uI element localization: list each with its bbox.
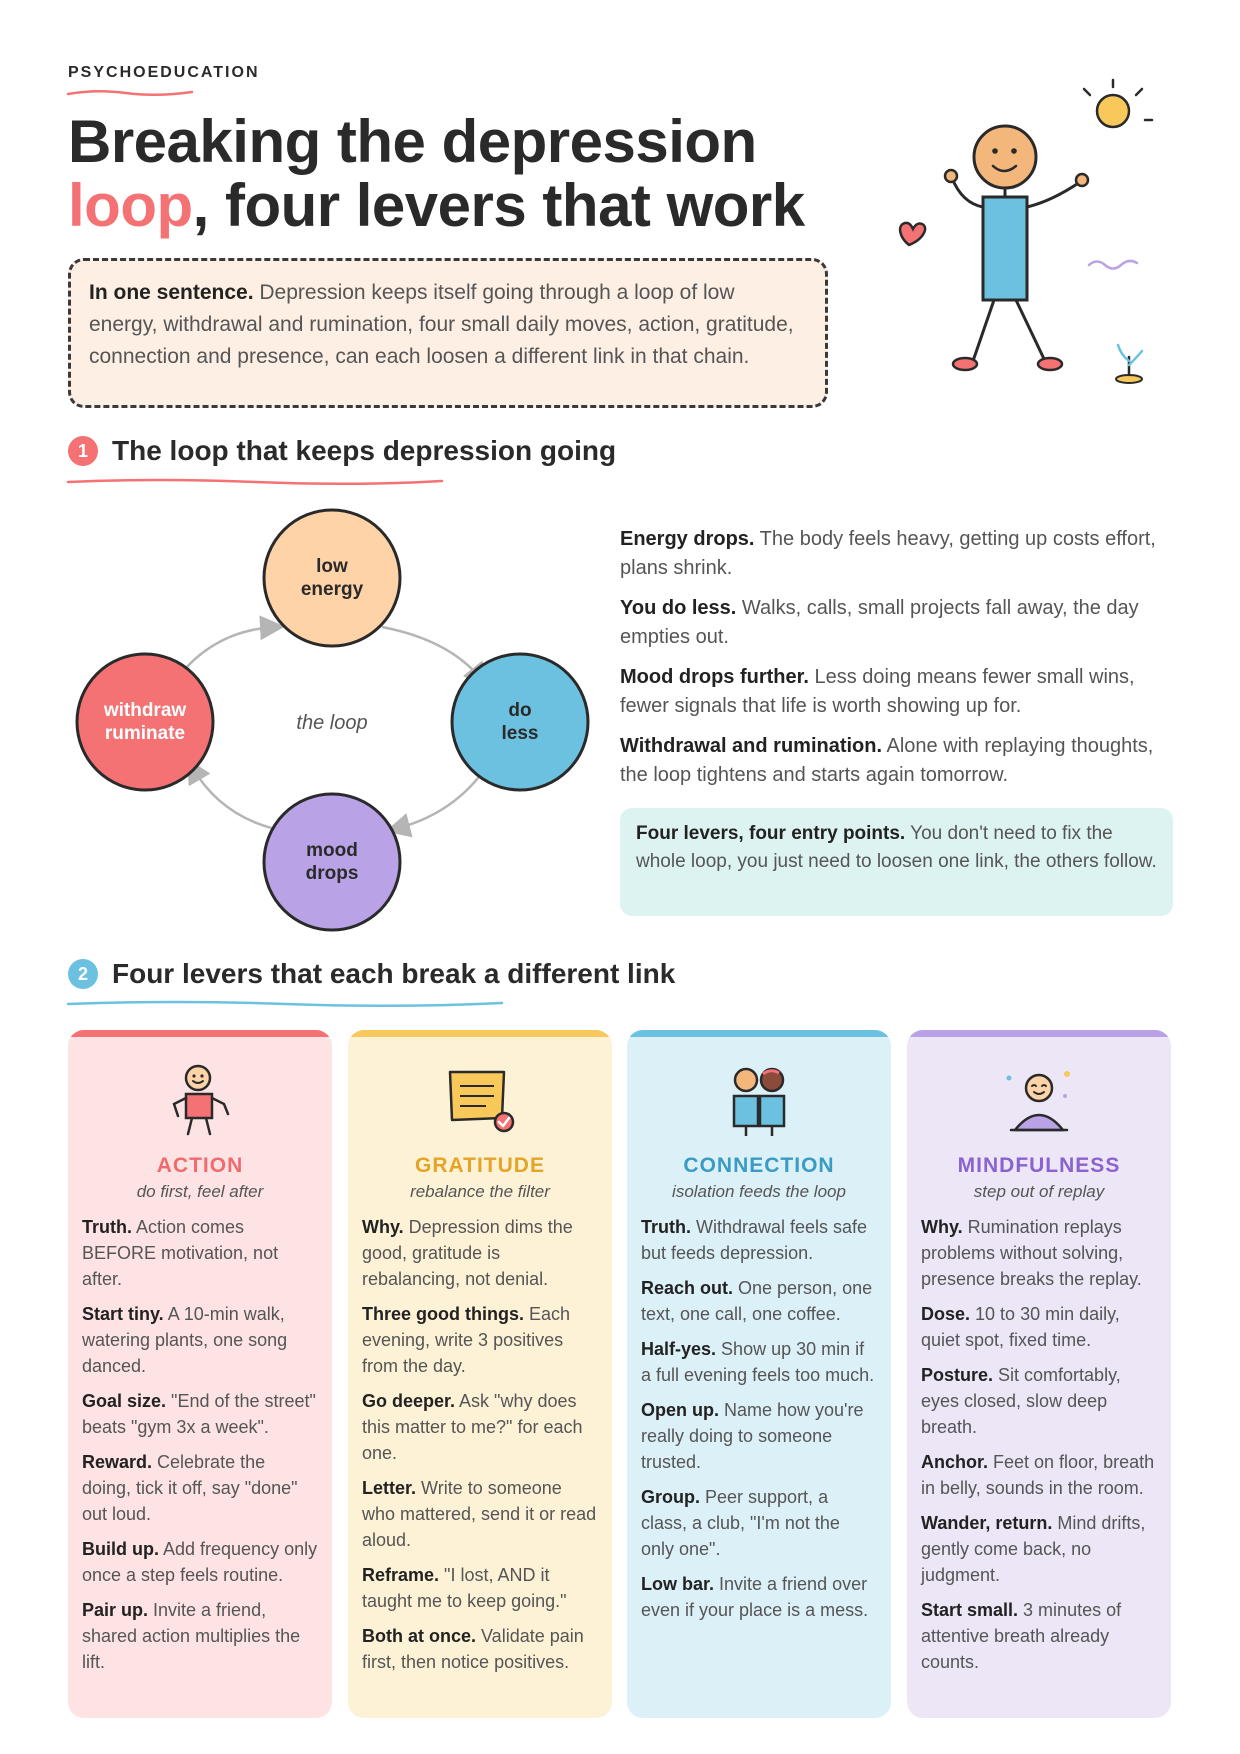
card-top-bar — [907, 1030, 1171, 1037]
card-item: Go deeper. Ask "why does this matter to … — [362, 1391, 583, 1463]
node-label: less — [502, 723, 539, 744]
card-item: Reach out. One person, one text, one cal… — [641, 1278, 873, 1324]
node-label: drops — [306, 863, 359, 884]
loop-arrow — [186, 758, 276, 831]
loop-arrow — [183, 615, 285, 671]
levers-note-box: Four levers, four entry points. You don'… — [620, 808, 1173, 916]
card-item: Reward. Celebrate the doing, tick it off… — [82, 1452, 298, 1524]
section-2-underline — [66, 1000, 504, 1008]
card-item: Goal size. "End of the street" beats "gy… — [82, 1391, 316, 1437]
heart-icon — [898, 221, 927, 247]
lever-card-gratitude: GRATITUDE rebalance the filter Why. Depr… — [348, 1030, 612, 1718]
card-item: Group. Peer support, a class, a club, "I… — [641, 1487, 840, 1559]
lever-card-connection: CONNECTION isolation feeds the loop Trut… — [627, 1030, 891, 1718]
card-title: ACTION — [156, 1154, 244, 1177]
loop-diagram: low energy do less mood drops withdraw r… — [75, 508, 590, 932]
loop-node-low-energy: low energy — [262, 508, 402, 648]
loop-arrow — [385, 772, 483, 838]
title-accent: loop — [68, 172, 193, 239]
two-people-icon — [732, 1067, 786, 1136]
card-item: Posture. Sit comfortably, eyes closed, s… — [921, 1365, 1121, 1437]
meditation-icon — [1006, 1071, 1070, 1132]
node-label: mood — [306, 840, 358, 861]
card-item: Wander, return. Mind drifts, gently come… — [921, 1513, 1146, 1585]
loop-step: Withdrawal and rumination. Alone with re… — [620, 735, 1154, 786]
card-top-bar — [348, 1030, 612, 1037]
card-item: Letter. Write to someone who mattered, s… — [362, 1478, 597, 1550]
summary-box: In one sentence. Depression keeps itself… — [68, 258, 828, 408]
card-subtitle: do first, feel after — [136, 1182, 264, 1201]
sprout-icon — [1115, 343, 1144, 384]
eyebrow-label: PSYCHOEDUCATION — [68, 64, 260, 81]
levers-note-label: Four levers, four entry points. — [636, 823, 906, 844]
journal-icon — [448, 1070, 515, 1133]
eyebrow-underline — [66, 90, 194, 97]
stick-figure-illustration — [898, 78, 1154, 384]
node-label: do — [508, 700, 531, 721]
card-item: Start small. 3 minutes of attentive brea… — [921, 1600, 1122, 1672]
loop-step: Mood drops further. Less doing means few… — [620, 666, 1135, 717]
card-item: Truth. Action comes BEFORE motivation, n… — [82, 1217, 279, 1289]
node-label: low — [316, 556, 348, 577]
card-item: Three good things. Each evening, write 3… — [362, 1304, 571, 1376]
card-top-bar — [68, 1030, 332, 1037]
section-1-underline — [66, 478, 444, 486]
section-1-title: The loop that keeps depression going — [112, 435, 617, 466]
card-item: Anchor. Feet on floor, breath in belly, … — [921, 1452, 1155, 1498]
card-item: Build up. Add frequency only once a step… — [82, 1539, 318, 1585]
card-item: Reframe. "I lost, AND it taught me to ke… — [362, 1565, 567, 1611]
person-icon — [172, 1064, 230, 1136]
section-number-badge: 1 — [68, 436, 98, 466]
section-number-badge: 2 — [68, 959, 98, 989]
card-item: Start tiny. A 10-min walk, watering plan… — [82, 1304, 288, 1376]
card-item: Why. Rumination replays problems without… — [921, 1217, 1142, 1289]
loop-arrow — [381, 625, 489, 688]
card-subtitle: rebalance the filter — [410, 1182, 550, 1201]
card-title: CONNECTION — [683, 1154, 835, 1177]
card-title: MINDFULNESS — [957, 1154, 1121, 1177]
summary-text: Depression keeps itself going through a … — [89, 281, 794, 368]
page-title: Breaking the depression loop, four lever… — [68, 110, 868, 238]
card-item: Half-yes. Show up 30 min if a full eveni… — [641, 1339, 875, 1385]
card-item: Open up. Name how you're really doing to… — [641, 1400, 864, 1472]
card-title: GRATITUDE — [415, 1154, 545, 1177]
section-1-heading: 1 The loop that keeps depression going — [68, 435, 616, 467]
node-label: energy — [301, 579, 364, 600]
loop-center-label: the loop — [296, 712, 367, 734]
loop-steps-list: Energy drops. The body feels heavy, gett… — [620, 525, 1165, 801]
card-item: Both at once. Validate pain first, then … — [362, 1626, 584, 1672]
card-item: Low bar. Invite a friend over even if yo… — [641, 1574, 869, 1620]
sun-icon — [1082, 78, 1154, 129]
title-line1: Breaking the depression — [68, 108, 757, 175]
summary-label: In one sentence. — [89, 281, 254, 304]
lever-card-action: ACTION do first, feel after Truth. Actio… — [68, 1030, 332, 1718]
section-2-title: Four levers that each break a different … — [112, 958, 676, 989]
levers-note-text: You don't need to fix the whole loop, yo… — [636, 823, 1157, 872]
card-subtitle: isolation feeds the loop — [672, 1182, 846, 1201]
node-label: ruminate — [105, 723, 185, 744]
loop-node-withdraw-ruminate: withdraw ruminate — [75, 652, 215, 792]
card-subtitle: step out of replay — [973, 1182, 1105, 1201]
loop-node-mood-drops: mood drops — [262, 792, 402, 932]
card-item: Truth. Withdrawal feels safe but feeds d… — [641, 1217, 868, 1263]
node-label: withdraw — [103, 700, 187, 721]
loop-node-do-less: do less — [450, 652, 590, 792]
card-item: Pair up. Invite a friend, shared action … — [82, 1600, 301, 1672]
lever-card-mindfulness: MINDFULNESS step out of replay Why. Rumi… — [907, 1030, 1171, 1718]
loop-step: Energy drops. The body feels heavy, gett… — [620, 528, 1156, 579]
card-item: Why. Depression dims the good, gratitude… — [362, 1217, 573, 1289]
title-rest: , four levers that work — [192, 172, 806, 239]
section-2-heading: 2 Four levers that each break a differen… — [68, 958, 675, 990]
loop-step: You do less. Walks, calls, small project… — [620, 597, 1139, 648]
card-item: Dose. 10 to 30 min daily, quiet spot, fi… — [921, 1304, 1120, 1350]
card-top-bar — [627, 1030, 891, 1037]
